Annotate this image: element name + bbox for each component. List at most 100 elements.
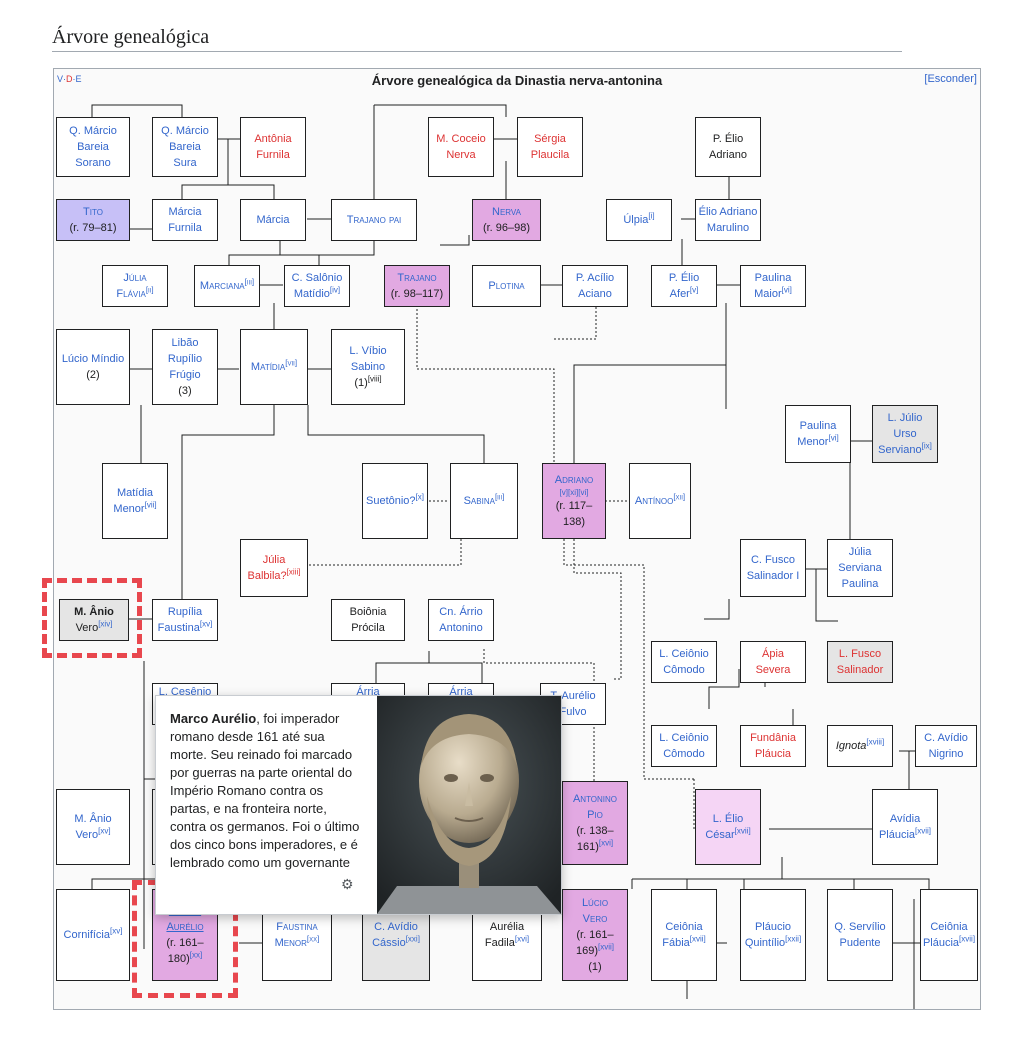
footnote[interactable]: [xvi] <box>598 838 614 848</box>
person-marcia[interactable]: Márcia <box>240 199 306 241</box>
footnote[interactable]: [ii] <box>145 285 154 295</box>
label: Severa <box>755 664 791 676</box>
footnote[interactable]: [vii] <box>285 358 298 368</box>
person-trajano[interactable]: Trajano(r. 98–117) <box>384 265 450 307</box>
hide-button[interactable]: [Esconder] <box>924 73 977 85</box>
footnote[interactable]: [xx] <box>306 934 320 944</box>
footnote[interactable]: [xx] <box>189 950 203 960</box>
footnote[interactable]: [iii] <box>494 492 505 502</box>
person-cornificia[interactable]: Cornifícia[xv] <box>56 889 130 981</box>
label: Suetônio? <box>366 495 416 507</box>
label: 169) <box>575 945 599 957</box>
person-nerva[interactable]: Nerva(r. 96–98) <box>472 199 541 241</box>
footnote[interactable]: [xv] <box>98 826 111 836</box>
footnote[interactable]: [xvii] <box>689 934 706 944</box>
footnote[interactable]: [xvi] <box>514 934 530 944</box>
footnote[interactable]: [xvii] <box>734 826 751 836</box>
view-link[interactable]: V <box>57 74 64 84</box>
footnote[interactable]: [v] <box>689 285 699 295</box>
footnote[interactable]: [xii] <box>673 492 686 502</box>
footnote[interactable]: [iii] <box>244 277 255 287</box>
footnote[interactable]: [viii] <box>367 374 382 384</box>
footnote[interactable]: [i] <box>648 211 655 221</box>
page-preview-popup[interactable]: Marco Aurélio, foi imperador romano desd… <box>155 695 562 915</box>
person-tito[interactable]: Tito(r. 79–81) <box>56 199 130 241</box>
footnote[interactable]: [xviii] <box>866 737 885 747</box>
footnote[interactable]: [xiii] <box>286 567 301 577</box>
footnote[interactable]: [vii] <box>144 500 157 510</box>
footnote[interactable]: [x] <box>415 492 424 502</box>
edit-link[interactable]: E <box>75 74 82 84</box>
footnote[interactable]: [xvii] <box>915 826 932 836</box>
label[interactable]: Rupílio <box>167 353 203 365</box>
label[interactable]: Libão <box>171 337 199 349</box>
footnote[interactable]: [ix] <box>921 441 932 451</box>
footnote[interactable]: [vi] <box>828 433 839 443</box>
label: (3) <box>178 385 192 397</box>
preview-title[interactable]: Marco Aurélio <box>170 711 257 726</box>
person-suetonio[interactable]: Suetônio?[x] <box>362 463 428 539</box>
label[interactable]: Sabino <box>350 361 386 373</box>
footnote[interactable]: [v][xi][vi] <box>559 488 589 497</box>
footnote[interactable]: [xxi] <box>405 934 420 944</box>
footnote[interactable]: [vi] <box>781 285 792 295</box>
person-antinoo[interactable]: Antínoo[xii] <box>629 463 691 539</box>
footnote[interactable]: [xiv] <box>98 619 113 629</box>
person-plotina[interactable]: Plotina <box>472 265 541 307</box>
footnote[interactable]: [xvii] <box>598 942 615 952</box>
gear-icon[interactable]: ⚙ <box>341 876 354 892</box>
label[interactable]: Lúcio Míndio <box>61 353 125 365</box>
bust-image[interactable] <box>377 696 561 914</box>
label[interactable]: L. Víbio <box>349 345 387 357</box>
footnote[interactable]: [xv] <box>199 619 213 629</box>
label[interactable]: Frúgio <box>169 369 201 381</box>
footnote[interactable]: [xxii] <box>785 934 802 944</box>
footnote[interactable]: [iv] <box>329 285 341 295</box>
person-matidia[interactable]: Matídia[vii] <box>240 329 308 405</box>
person-ulpia[interactable]: Úlpia[i] <box>606 199 672 241</box>
person-marciana[interactable]: Marciana[iii] <box>194 265 260 307</box>
footnote[interactable]: [xvii] <box>959 934 976 944</box>
discuss-link[interactable]: D <box>66 74 73 84</box>
person-sabina[interactable]: Sabina[iii] <box>450 463 518 539</box>
person-trajano-pai[interactable]: Trajano pai <box>331 199 417 241</box>
footnote[interactable]: [xv] <box>110 926 123 936</box>
person-adriano[interactable]: Adriano[v][xi][vi](r. 117–138) <box>542 463 606 539</box>
